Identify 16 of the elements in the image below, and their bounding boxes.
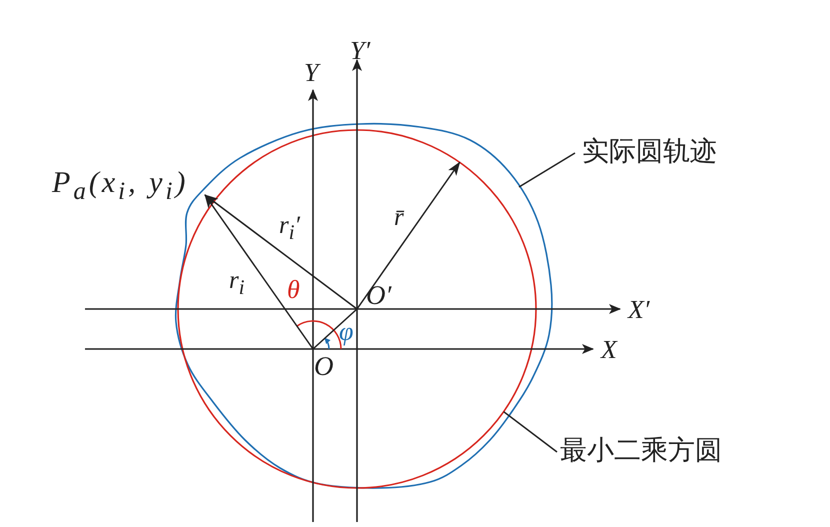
- curve-label: 实际圆轨迹: [582, 138, 717, 165]
- axis-label: Y: [304, 60, 318, 86]
- leader-line: [518, 152, 576, 188]
- axis-label: X′: [628, 297, 650, 323]
- vector-arrow: [356, 162, 460, 310]
- line-segment: [312, 308, 358, 350]
- vector-arrow: [204, 194, 358, 310]
- angle-label: θ: [287, 277, 300, 303]
- circle-label: 最小二乘方圆: [560, 437, 722, 464]
- origin-label: O: [314, 353, 334, 380]
- axis-label: Y′: [350, 38, 370, 64]
- angle-label: φ: [339, 319, 354, 345]
- leader-line: [503, 411, 558, 453]
- point-label: P$_{a}$(x$_{i}$, y$_{i}$): [52, 168, 188, 204]
- vector-arrow: [204, 194, 314, 350]
- axis-label: X: [601, 337, 617, 363]
